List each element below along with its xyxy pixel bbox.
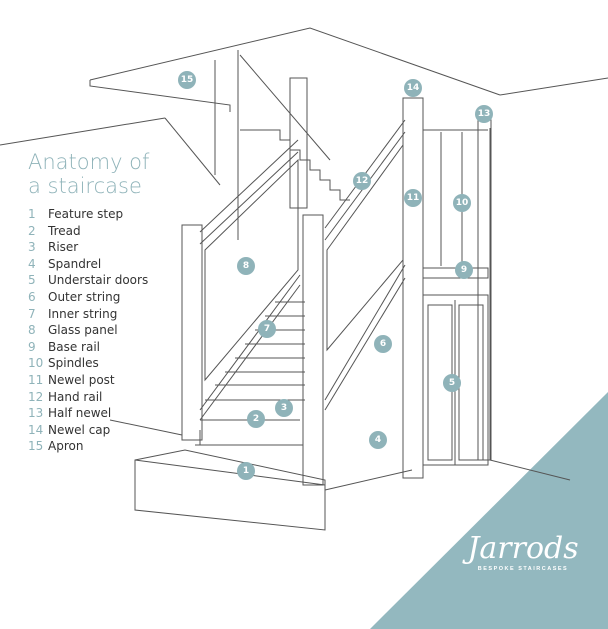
marker-8: 8: [237, 257, 255, 275]
legend-label: Newel post: [48, 372, 115, 387]
svg-text:9: 9: [461, 265, 467, 275]
brand-name: Jarrods: [467, 531, 579, 566]
marker-13: 13: [475, 105, 493, 123]
legend-item: 1 Feature step: [28, 206, 148, 223]
legend-number: 14: [28, 422, 44, 437]
title-line-2: a staircase: [28, 174, 142, 198]
marker-10: 10: [453, 194, 471, 212]
legend-item: 5 Understair doors: [28, 272, 148, 289]
marker-14: 14: [404, 79, 422, 97]
legend-label: Half newel: [48, 406, 112, 421]
legend-item: 8 Glass panel: [28, 322, 148, 339]
legend-label: Tread: [48, 223, 81, 238]
svg-text:11: 11: [407, 193, 420, 203]
marker-9: 9: [455, 261, 473, 279]
legend-number: 11: [28, 372, 44, 387]
svg-text:7: 7: [264, 324, 270, 334]
legend-item: 9 Base rail: [28, 339, 148, 356]
svg-text:15: 15: [181, 75, 194, 85]
legend-label: Spandrel: [48, 256, 102, 271]
svg-text:10: 10: [456, 198, 469, 208]
svg-text:2: 2: [253, 414, 259, 424]
legend-label: Inner string: [48, 306, 118, 321]
legend-label: Base rail: [48, 339, 100, 354]
marker-15: 15: [178, 71, 196, 89]
marker-4: 4: [369, 431, 387, 449]
legend-label: Feature step: [48, 207, 124, 221]
marker-1: 1: [237, 462, 255, 480]
legend-label: Apron: [48, 439, 84, 454]
part-markers: 1 2 3 4 5 6 7 8 9 10 11 12 13 14 15: [178, 71, 493, 480]
svg-text:4: 4: [375, 435, 381, 445]
marker-11: 11: [404, 189, 422, 207]
legend-number: 12: [28, 389, 44, 404]
svg-text:3: 3: [281, 403, 287, 413]
legend-number: 7: [28, 306, 36, 321]
legend-item: 11 Newel post: [28, 372, 148, 389]
svg-text:13: 13: [478, 109, 491, 119]
legend-item: 15 Apron: [28, 438, 148, 455]
legend-label: Understair doors: [48, 273, 149, 288]
legend-item: 2 Tread: [28, 223, 148, 240]
legend-number: 15: [28, 439, 44, 454]
legend-number: 8: [28, 323, 36, 338]
svg-text:5: 5: [449, 378, 455, 388]
legend-label: Outer string: [48, 289, 121, 304]
legend-item: 10 Spindles: [28, 355, 148, 372]
marker-5: 5: [443, 374, 461, 392]
legend-number: 5: [28, 273, 36, 288]
title-line-1: Anatomy of: [28, 150, 150, 174]
brand-panel: [370, 392, 608, 629]
legend-item: 3 Riser: [28, 239, 148, 256]
svg-text:14: 14: [407, 83, 420, 93]
svg-text:1: 1: [243, 466, 249, 476]
legend-label: Riser: [48, 240, 79, 255]
legend-number: 3: [28, 240, 36, 255]
legend-number: 13: [28, 406, 44, 421]
legend-item: 4 Spandrel: [28, 256, 148, 273]
legend-item: 7 Inner string: [28, 306, 148, 323]
legend-number: 4: [28, 256, 36, 271]
legend-number: 6: [28, 289, 36, 304]
legend-label: Spindles: [48, 356, 99, 371]
marker-7: 7: [258, 320, 276, 338]
diagram-title: Anatomy of a staircase: [28, 150, 149, 198]
legend-label: Glass panel: [48, 323, 118, 338]
svg-text:12: 12: [356, 176, 369, 186]
marker-2: 2: [247, 410, 265, 428]
legend-number: 2: [28, 223, 36, 238]
brand-tagline: BESPOKE STAIRCASES: [477, 566, 569, 572]
legend-number: 1: [28, 207, 36, 221]
marker-6: 6: [374, 335, 392, 353]
legend-label: Newel cap: [48, 422, 111, 437]
marker-12: 12: [353, 172, 371, 190]
svg-text:8: 8: [243, 261, 249, 271]
svg-text:6: 6: [380, 339, 386, 349]
marker-3: 3: [275, 399, 293, 417]
legend-item: 13 Half newel: [28, 405, 148, 422]
legend-item: 12 Hand rail: [28, 389, 148, 406]
legend-label: Hand rail: [48, 389, 103, 404]
legend-item: 14 Newel cap: [28, 422, 148, 439]
brand-logo: Jarrods BESPOKE STAIRCASES: [463, 531, 583, 573]
legend-number: 9: [28, 339, 36, 354]
legend-item: 6 Outer string: [28, 289, 148, 306]
legend-number: 10: [28, 356, 44, 371]
